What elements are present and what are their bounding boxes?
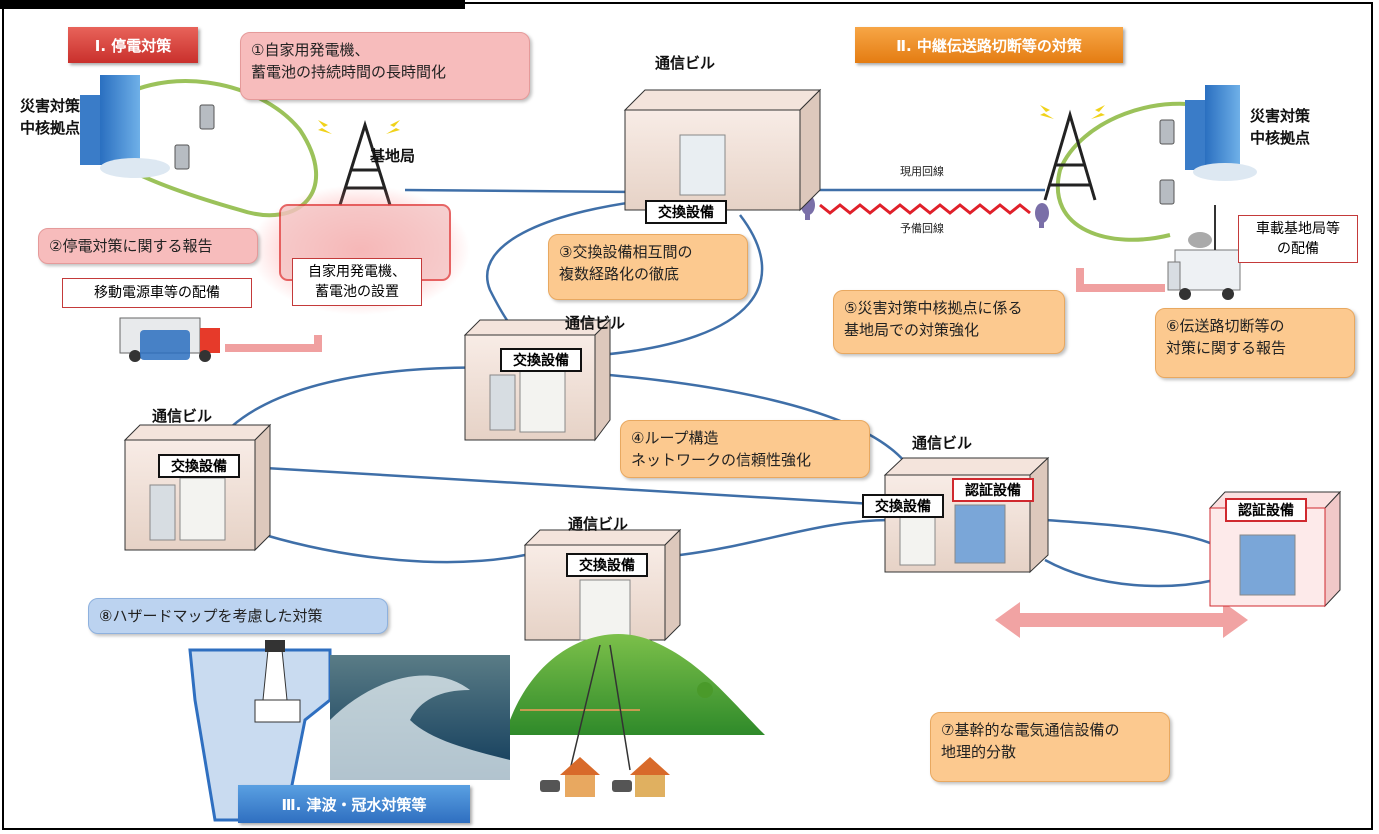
- switch-label-center: 交換設備: [500, 348, 582, 372]
- green-link-left: [98, 79, 319, 218]
- switch-label-left: 交換設備: [158, 454, 240, 478]
- building-label-top: 通信ビル: [655, 54, 716, 72]
- loop-bottom-right: [679, 518, 891, 557]
- truck-icon: [1167, 205, 1241, 300]
- top-bar: [0, 0, 465, 9]
- switch-label-right: 交換設備: [862, 494, 944, 518]
- switch-label-bottom: 交換設備: [566, 553, 648, 577]
- base-station-label: 基地局: [370, 147, 416, 165]
- phone-icon: [174, 104, 1175, 205]
- hill-icon: [505, 634, 765, 735]
- backup-line-label: 予備回線: [900, 222, 944, 235]
- building-label-bottom: 通信ビル: [568, 515, 629, 533]
- callout-generator-duration: ①自家用発電機、 蓄電池の持続時間の長時間化: [240, 32, 530, 100]
- arrow-vehicle: [1076, 268, 1165, 292]
- lighthouse-icon: [254, 640, 301, 723]
- callout-loop-network: ④ループ構造 ネットワークの信頼性強化: [620, 420, 870, 478]
- callout-multi-route: ③交換設備相互間の 複数経路化の徹底: [548, 234, 748, 300]
- mobile-power-label: 移動電源車等の配備: [62, 278, 252, 308]
- callout-hazard-map: ⑧ハザードマップを考慮した対策: [88, 598, 388, 634]
- loop-top-right: [599, 214, 764, 357]
- link-to-remote-top: [1044, 518, 1216, 547]
- section-power-badge: Ⅰ. 停電対策: [68, 27, 198, 63]
- hq-left-label: 災害対策 中核拠点: [20, 97, 81, 137]
- line-left-to-right: [264, 466, 891, 507]
- callout-transmission-report: ⑥伝送路切断等の 対策に関する報告: [1155, 308, 1355, 378]
- building-label-center: 通信ビル: [565, 314, 626, 332]
- green-link-right: [1055, 101, 1221, 242]
- signal-icon: [318, 105, 1105, 134]
- truck-icon: [119, 317, 220, 362]
- section-transmission-badge: Ⅱ. 中継伝送路切断等の対策: [855, 27, 1123, 63]
- loop-bottom-left: [264, 533, 526, 564]
- line-tower-to-building: [404, 188, 641, 194]
- active-line-label: 現用回線: [900, 165, 944, 178]
- building-label-right: 通信ビル: [912, 434, 973, 452]
- arrow-mobile-power: [225, 335, 322, 352]
- auth-label-remote: 認証設備: [1225, 498, 1307, 522]
- vehicle-base-label: 車載基地局等 の配備: [1238, 215, 1358, 263]
- generator-label: 自家用発電機、 蓄電池の設置: [292, 258, 422, 306]
- link-to-remote-bottom: [1044, 558, 1216, 588]
- line-backup: [819, 203, 1031, 215]
- callout-power-report: ②停電対策に関する報告: [38, 228, 258, 264]
- section-tsunami-badge: Ⅲ. 津波・冠水対策等: [238, 785, 470, 823]
- server-icon: [149, 134, 1296, 641]
- building-icon: [80, 75, 1257, 181]
- switch-label-top: 交換設備: [645, 200, 727, 224]
- building-label-left: 通信ビル: [152, 407, 213, 425]
- hq-right-label: 災害対策 中核拠点: [1250, 107, 1311, 147]
- house-icon: [540, 757, 670, 797]
- callout-base-station-reinforce: ⑤災害対策中核拠点に係る 基地局での対策強化: [833, 290, 1065, 354]
- auth-label-right: 認証設備: [952, 478, 1034, 502]
- callout-geo-dispersion: ⑦基幹的な電気通信設備の 地理的分散: [930, 712, 1170, 782]
